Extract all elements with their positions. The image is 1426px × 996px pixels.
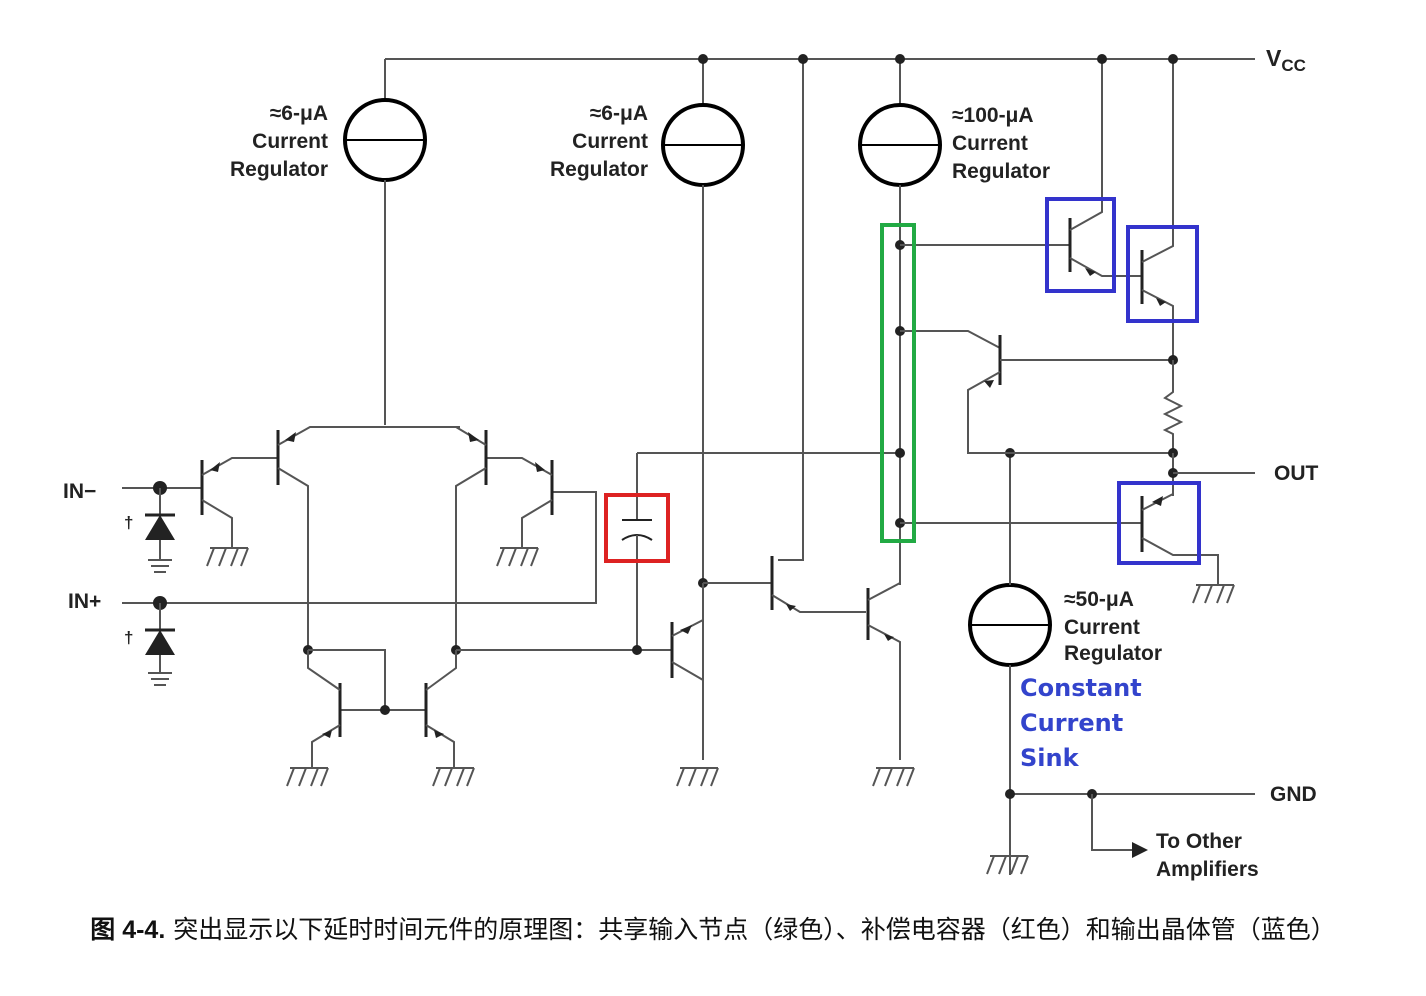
in-plus-label: IN+	[68, 590, 101, 613]
vcc-label: VCC	[1266, 45, 1306, 75]
gain-stage	[670, 556, 915, 787]
figure-caption: 图 4-4. 突出显示以下延时时间元件的原理图：共享输入节点（绿色）、补偿电容器…	[40, 912, 1386, 948]
regulator-3-line3: Regulator	[952, 160, 1050, 183]
dagger-1: †	[124, 513, 133, 532]
current-regulator-4	[968, 448, 1052, 875]
green-highlight-box	[880, 223, 916, 543]
regulator-1-line3: Regulator	[230, 158, 328, 181]
regulator-1-value: ≈6-μA	[270, 102, 328, 125]
vcc-rail	[384, 54, 1255, 561]
dagger-2: †	[124, 628, 133, 647]
sink-label-line2: Current	[1020, 709, 1123, 737]
current-regulator-2	[661, 103, 745, 760]
input-plus-network	[122, 426, 597, 686]
caption-text: 突出显示以下延时时间元件的原理图：共享输入节点（绿色）、补偿电容器（红色）和输出…	[165, 915, 1336, 944]
regulator-4-line2: Current	[1064, 616, 1140, 639]
regulator-2-line2: Current	[572, 130, 648, 153]
gnd-rail	[986, 789, 1255, 875]
output-stage	[967, 198, 1255, 604]
blue-highlight-box-2	[1126, 225, 1199, 323]
regulator-3-value: ≈100-μA	[952, 104, 1034, 127]
out-label: OUT	[1274, 462, 1319, 485]
red-highlight-box	[604, 493, 670, 563]
current-mirror	[286, 649, 672, 787]
in-minus-label: IN−	[63, 480, 96, 503]
to-other-line1: To Other	[1156, 830, 1242, 853]
regulator-2-line3: Regulator	[550, 158, 648, 181]
regulator-4-line3: Regulator	[1064, 642, 1162, 665]
input-minus-network	[122, 426, 460, 655]
figure-number: 图 4-4.	[90, 916, 166, 944]
regulator-3-line2: Current	[952, 132, 1028, 155]
current-regulator-1	[343, 98, 427, 425]
sink-label-line1: Constant	[1020, 674, 1142, 702]
regulator-4-value: ≈50-μA	[1064, 588, 1134, 611]
current-regulator-3	[858, 103, 942, 585]
op-amp-schematic: VCC ≈6-μA Current Regulator ≈6-μA Curren…	[63, 45, 1319, 881]
to-other-line2: Amplifiers	[1156, 858, 1259, 881]
regulator-2-value: ≈6-μA	[590, 102, 648, 125]
regulator-1-line2: Current	[252, 130, 328, 153]
blue-highlight-box-1	[1045, 197, 1116, 293]
compensation-capacitor	[621, 452, 900, 655]
gnd-label: GND	[1270, 783, 1317, 806]
shared-node-wiring	[895, 240, 1142, 528]
sink-label-line3: Sink	[1020, 744, 1080, 772]
blue-highlight-box-3	[1117, 481, 1201, 565]
